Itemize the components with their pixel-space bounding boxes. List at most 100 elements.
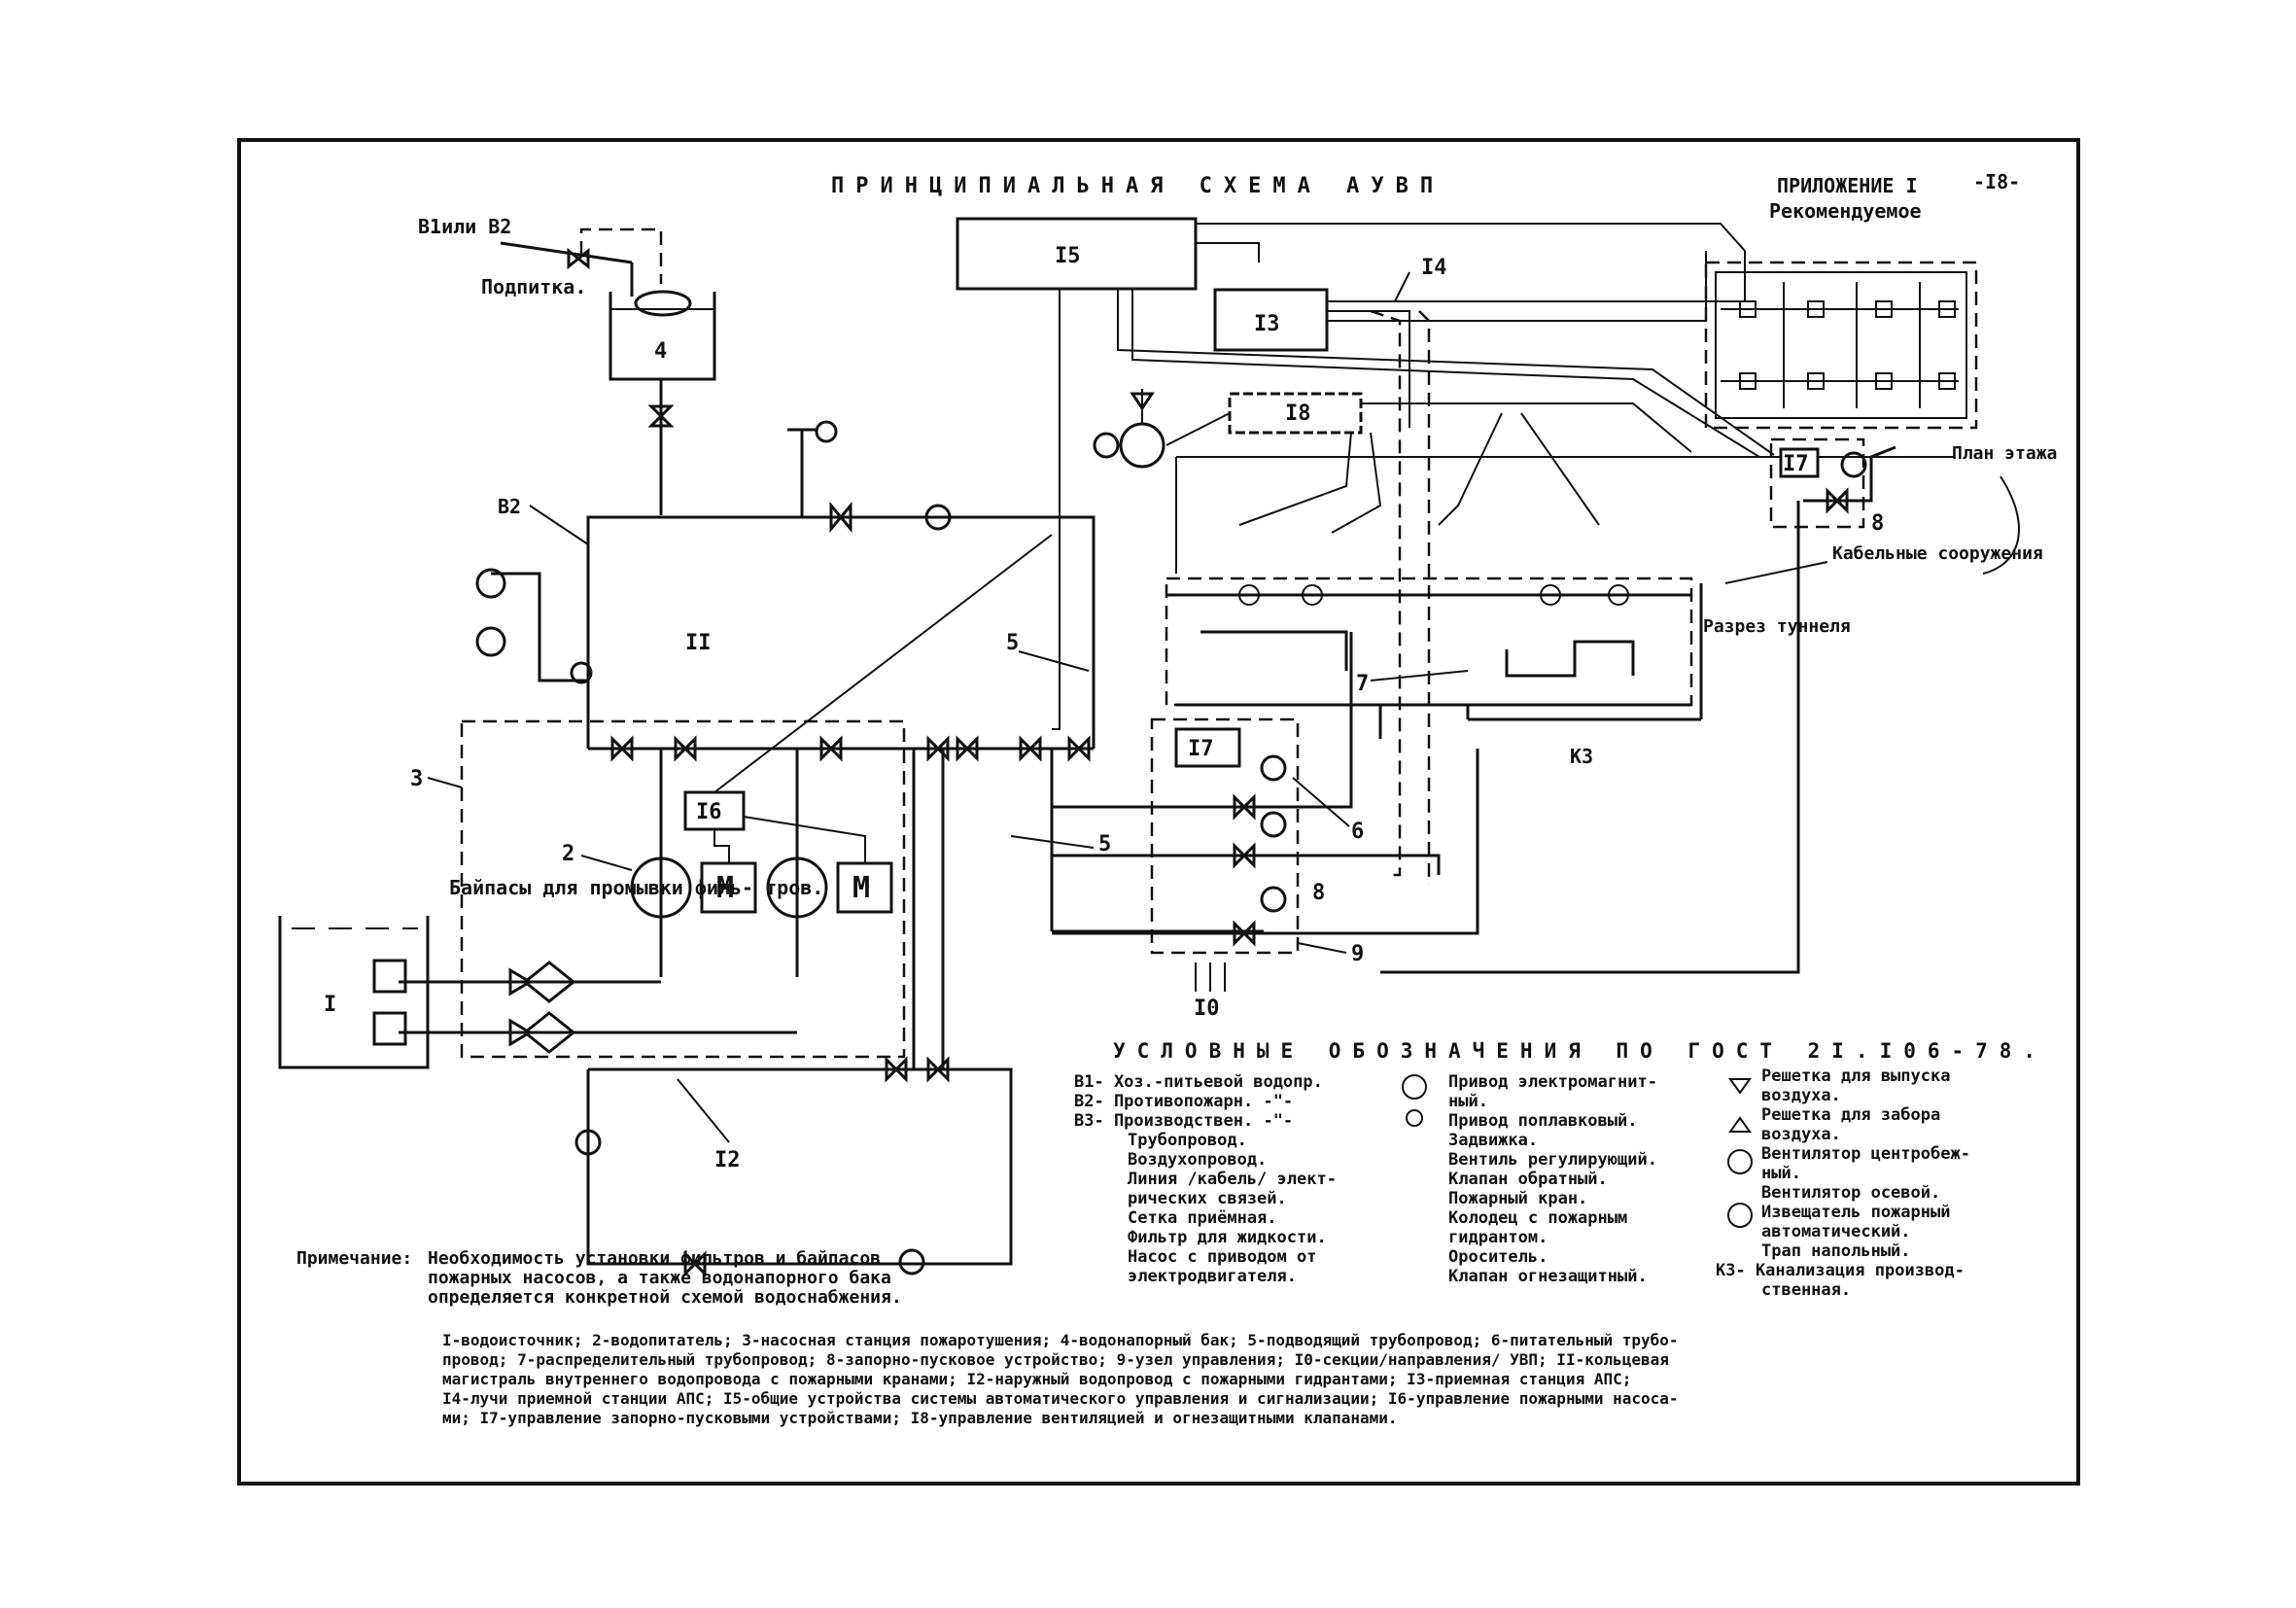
makeup-label: Подпитка. [481,275,586,298]
legend-float-drive-icon [1406,1109,1423,1127]
ring-number: II [685,631,712,655]
floor-plan: План этажа [1704,261,2057,575]
legend-item-20: гидрантом. [1448,1228,1548,1247]
legend-item-18: Пожарный кран. [1448,1189,1587,1208]
legend-detector-icon [1727,1203,1753,1228]
zpu-valve-3-icon [1233,920,1256,947]
motor-2-label: M [852,871,870,905]
legend-item-6: Линия /кабель/ элект- [1128,1170,1337,1189]
legend-item-34: ственная. [1761,1280,1851,1300]
legend-item-15: Задвижка. [1448,1131,1538,1150]
rays-14-number: I4 [1421,256,1447,280]
pump-control-16 [683,790,746,831]
appendix-label: ПРИЛОЖЕНИЕ I [1777,174,1918,197]
legend-item-4: Трубопровод. [1128,1131,1247,1150]
sprinkler-2-icon [1302,584,1323,606]
legend-item-30: Извещатель пожарный [1761,1203,1950,1222]
fire-hydrant-icon [815,420,838,443]
legend-item-7: рических связей. [1128,1189,1287,1208]
legend: УСЛОВНЫЕ ОБОЗНАЧЕНИЯ ПО ГОСТ 2I.I06-78. … [1074,1039,2035,1300]
cable-structures-label: Кабельные сооружения [1832,543,2043,564]
external-number: I2 [714,1148,741,1172]
ext-hydrant-2-icon [898,1248,925,1276]
recommended-label: Рекомендуемое [1769,199,1922,223]
pump-station-3: 3 M M I6 2 Байпасы для промывки филь- тр… [399,534,1094,1059]
page-number: -I8- [1973,170,2020,193]
note: Примечание: Необходимость установки филь… [296,1248,902,1308]
float-valve-icon [634,290,692,317]
legend-item-22: Клапан огнезащитный. [1448,1267,1648,1286]
legend-item-13: ный. [1448,1092,1488,1111]
control-node-9: I7 8 6 9 I0 [1052,632,1479,1021]
supply-valve-2-icon [956,735,979,762]
hydrant-left-1-icon [475,568,506,599]
supply-valve-3-icon [1019,735,1042,762]
control-18-number: I8 [1285,402,1311,426]
intake-screen-1-icon [372,959,407,994]
note-line-2: пожарных насосов, а также водонапорного … [428,1268,891,1288]
air-outlet-icon [1130,392,1155,411]
note-line-3: определяется конкретной схемой водоснабж… [428,1287,902,1308]
filter-1-icon [508,967,533,996]
ring-main-11: В2 II [475,420,1096,749]
tunnel-section-label: Разрез туннеля [1703,616,1851,637]
motor-1 [700,861,757,914]
legend-item-24: воздуха. [1761,1086,1841,1105]
sections-number: I0 [1194,996,1220,1021]
intake-screen-2-icon [372,1011,407,1046]
tank-valve-icon [647,404,675,428]
pump-station-number: 3 [410,767,423,791]
legend-col-2: Привод электромагнит- ный. Привод поплав… [1402,1072,1657,1286]
valve-number-b: 8 [1312,881,1325,905]
control-15-number: I5 [1055,244,1081,268]
ring-valve-icon [829,501,852,534]
ext-hydrant-1-icon [574,1129,602,1156]
water-source-1: I [278,916,430,1069]
control-17-bottom-number: I7 [1188,737,1214,761]
hydrant-left-2-icon [475,626,506,657]
legend-item-28: ный. [1761,1164,1801,1183]
pump-number: 2 [562,842,574,866]
header-valve-2-icon [674,735,697,762]
legend-item-26: воздуха. [1761,1125,1841,1144]
zpu-valve-1-icon [1233,793,1256,821]
ext-valve-3-icon [683,1250,707,1277]
liquid-filter-1-icon [522,961,576,1003]
sprinkler-4-icon [1608,584,1629,606]
centrifugal-fan-icon [1119,422,1165,469]
motor-2 [836,861,893,914]
legend-item-3: В3- Производствен. -"- [1074,1111,1293,1131]
b2-label: В2 [498,495,521,518]
makeup-line: В1или В2 Подпитка. [418,215,663,298]
supply-number-a: 5 [1006,631,1019,655]
motor-1-label: M [716,871,734,905]
header-valve-1-icon [610,735,634,762]
floor-control-17: I7 8 [1380,437,1896,974]
explanation-line-2: провод; 7-распределительный трубопровод;… [442,1350,1669,1369]
feed-number: 6 [1351,820,1364,844]
sheet-frame [237,138,2080,1486]
note-label: Примечание: [296,1248,412,1269]
control-station-15: I5 [956,217,1260,730]
fan-motor-icon [1093,432,1120,459]
control-station-18: I8 [1093,389,1692,469]
filter-2-icon [508,1018,533,1047]
fire-hydrant-top-icon [924,504,952,531]
legend-air-outlet-icon [1728,1078,1752,1095]
bypass-note: Байпасы для промывки филь- тров. [449,876,823,899]
pump-control-number: I6 [696,800,722,824]
distribution-number: 7 [1356,672,1369,696]
zpu-drive-1-icon [1260,754,1287,782]
supply-input-label: В1или В2 [418,215,511,238]
shutoff-valve-8-icon [1826,487,1849,514]
ext-valve-1-icon [885,1056,908,1083]
legend-item-23: Решетка для выпуска [1761,1066,1950,1086]
legend-item-17: Клапан обратный. [1448,1170,1608,1189]
legend-item-25: Решетка для забора [1761,1105,1940,1125]
note-line-1: Необходимость установки фильтров и байпа… [428,1248,881,1269]
legend-item-32: Трап напольный. [1761,1241,1911,1261]
zpu-valve-2-icon [1233,842,1256,869]
explanation-line-3: магистраль внутреннего водопровода с пож… [442,1370,1631,1388]
valve-number-a: 8 [1871,511,1884,536]
